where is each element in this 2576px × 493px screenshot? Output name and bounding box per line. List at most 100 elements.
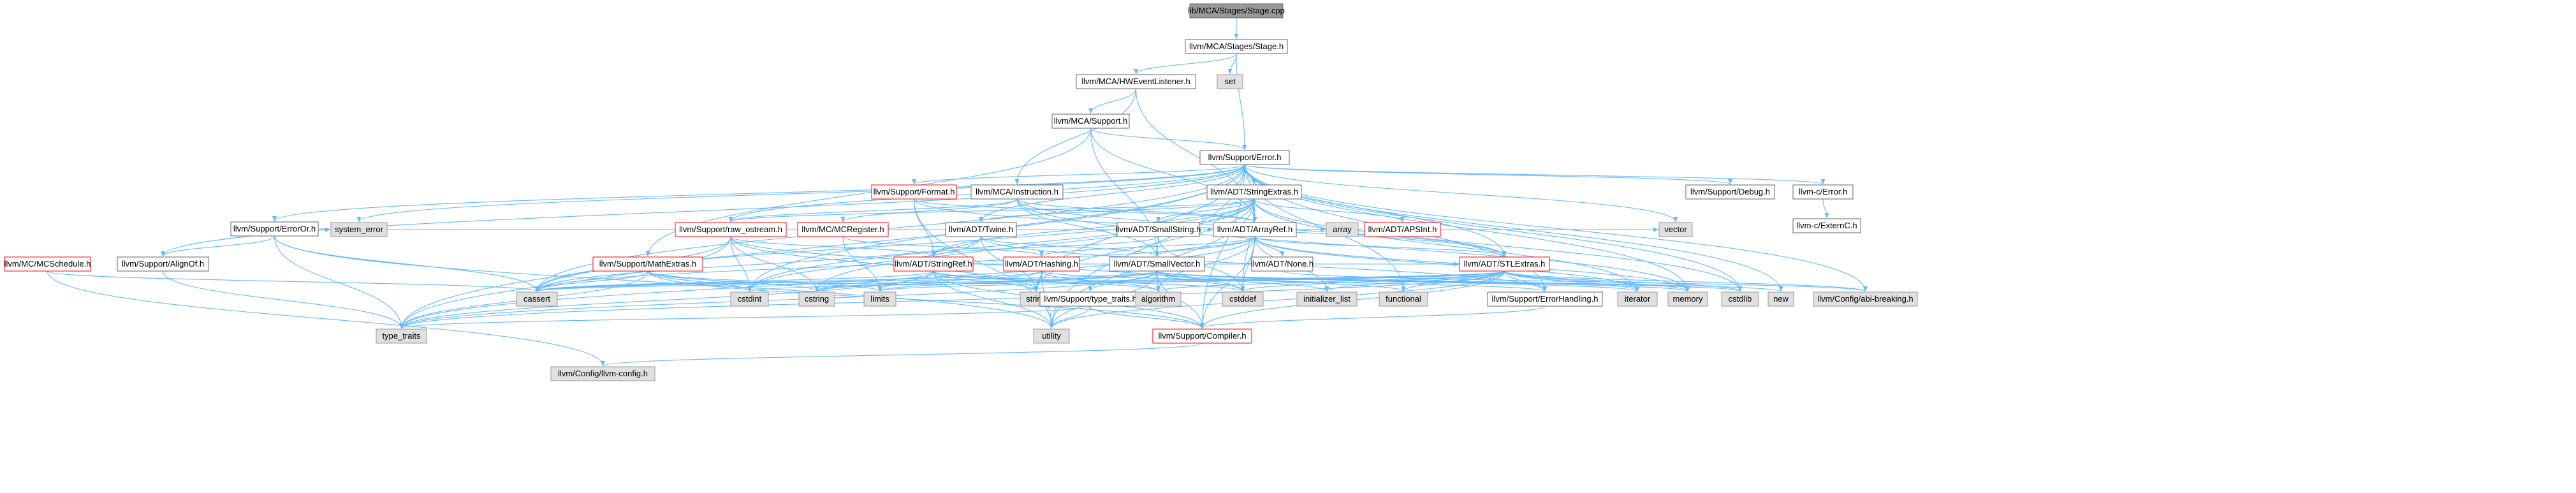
node-mcregister[interactable]: llvm/MC/MCRegister.h xyxy=(797,222,889,237)
edge-none-to-abi_breaking xyxy=(1282,270,1868,292)
dependency-edges xyxy=(47,18,1868,367)
node-instruction[interactable]: llvm/MCA/Instruction.h xyxy=(970,184,1064,200)
node-hwevent[interactable]: llvm/MCA/HWEventListener.h xyxy=(1076,74,1196,89)
node-mathextras[interactable]: llvm/Support/MathExtras.h xyxy=(592,256,703,272)
edge-mathextras-to-cstdint xyxy=(647,270,752,292)
edge-raw_ostream-to-stringref xyxy=(730,236,936,257)
node-label: iterator xyxy=(1625,294,1651,304)
edge-format_h-to-arrayref xyxy=(913,198,1257,223)
node-label: llvm-c/ExternC.h xyxy=(1796,221,1857,230)
node-box xyxy=(1487,291,1603,307)
node-alignof[interactable]: llvm/Support/AlignOf.h xyxy=(117,256,209,272)
node-smallstring[interactable]: llvm/ADT/SmallString.h xyxy=(1116,222,1201,237)
node-erroror[interactable]: llvm/Support/ErrorOr.h xyxy=(230,221,319,237)
node-c-externc[interactable]: llvm-c/ExternC.h xyxy=(1792,218,1861,233)
node-label: llvm/ADT/SmallVector.h xyxy=(1114,259,1201,269)
node-box xyxy=(1792,218,1861,233)
edge-stage_h-to-hwevent xyxy=(1134,53,1237,75)
node-box xyxy=(1109,256,1205,272)
edge-stringref-to-type_traits xyxy=(399,270,934,329)
node-apsint[interactable]: llvm/ADT/APSInt.h xyxy=(1364,222,1441,237)
node-box xyxy=(1152,328,1252,344)
node-box xyxy=(1767,291,1794,307)
node-label: llvm/ADT/StringRef.h xyxy=(895,259,972,269)
node-label: llvm/Support/Compiler.h xyxy=(1159,331,1247,341)
node-debug[interactable]: llvm/Support/Debug.h xyxy=(1685,184,1775,200)
edge-erroror-to-utility xyxy=(274,235,1054,329)
edge-mcschedule-to-llvm_config xyxy=(47,270,605,367)
node-box xyxy=(1222,291,1264,307)
edge-stlextras-to-cstddef xyxy=(1240,270,1505,292)
edge-stringref-to-cassert xyxy=(534,270,934,292)
edge-smallvector-to-cassert xyxy=(535,270,1158,292)
node-box xyxy=(1364,222,1441,237)
node-twine[interactable]: llvm/ADT/Twine.h xyxy=(945,222,1017,237)
node-format-h[interactable]: llvm/Support/Format.h xyxy=(871,184,957,200)
edge-error_h-to-format_h xyxy=(912,164,1245,185)
edge-error_h-to-c_error xyxy=(1244,164,1826,185)
edge-smallvector-to-new xyxy=(1156,270,1783,292)
edge-arrayref-to-compiler xyxy=(1200,236,1255,329)
edge-stringref-to-cstring xyxy=(814,270,934,292)
edge-error_h-to-erroror xyxy=(272,164,1245,222)
edge-error_h-to-vector xyxy=(1244,164,1678,223)
node-label: algorithm xyxy=(1141,294,1175,304)
edge-mathextras-to-cassert xyxy=(534,270,648,292)
node-set: set xyxy=(1217,74,1243,89)
edge-stlextras-to-type_traits xyxy=(399,270,1505,329)
node-cstring: cstring xyxy=(798,291,835,307)
edge-type_traits_h-to-compiler xyxy=(1089,305,1204,329)
node-label: llvm/ADT/SmallString.h xyxy=(1116,224,1201,234)
edge-stlextras-to-cassert xyxy=(535,270,1505,292)
node-arrayref[interactable]: llvm/ADT/ArrayRef.h xyxy=(1213,222,1297,237)
node-c-error[interactable]: llvm-c/Error.h xyxy=(1792,184,1854,200)
node-error-h[interactable]: llvm/Support/Error.h xyxy=(1199,150,1290,165)
node-label: new xyxy=(1773,294,1789,304)
node-box xyxy=(863,291,896,307)
edge-error_h-to-cassert xyxy=(534,164,1245,292)
node-smallvector[interactable]: llvm/ADT/SmallVector.h xyxy=(1109,256,1205,272)
node-abi-breaking: llvm/Config/abi-breaking.h xyxy=(1813,291,1918,307)
edge-stlextras-to-utility xyxy=(1049,270,1505,329)
edge-twine-to-smallvector xyxy=(980,236,1159,257)
node-box xyxy=(1135,291,1182,307)
node-stringextras[interactable]: llvm/ADT/StringExtras.h xyxy=(1206,184,1302,200)
node-box xyxy=(1296,291,1358,307)
edge-stringextras-to-raw_ostream xyxy=(728,198,1255,223)
node-box xyxy=(516,291,558,307)
node-label: memory xyxy=(1673,294,1703,304)
node-label: array xyxy=(1333,224,1352,234)
node-type-traits: type_traits xyxy=(376,328,427,344)
node-stringref[interactable]: llvm/ADT/StringRef.h xyxy=(893,256,974,272)
node-box xyxy=(1213,222,1297,237)
node-box xyxy=(1217,74,1243,89)
node-box xyxy=(1667,291,1708,307)
node-stage-h[interactable]: llvm/MCA/Stages/Stage.h xyxy=(1185,39,1288,54)
edge-erroror-to-system_error xyxy=(318,227,331,232)
node-box xyxy=(1326,222,1359,237)
node-raw-ostream[interactable]: llvm/Support/raw_ostream.h xyxy=(675,222,787,237)
edge-instruction-to-arrayref xyxy=(1016,198,1257,223)
node-label: llvm/ADT/None.h xyxy=(1251,259,1314,269)
node-label: llvm/MCA/Instruction.h xyxy=(976,187,1058,196)
node-type-traits-h[interactable]: llvm/Support/type_traits.h xyxy=(1039,291,1141,307)
edge-c_error-to-c_externc xyxy=(1822,198,1829,219)
edge-stringextras-to-stringref xyxy=(931,198,1255,257)
node-box xyxy=(871,184,957,200)
node-box xyxy=(550,366,655,381)
node-label: llvm/MCA/Stages/Stage.h xyxy=(1189,41,1284,51)
node-mcschedule[interactable]: llvm/MC/MCSchedule.h xyxy=(4,256,91,272)
node-init-list: initializer_list xyxy=(1296,291,1358,307)
node-mca-support[interactable]: llvm/MCA/Support.h xyxy=(1051,114,1130,129)
node-none[interactable]: llvm/ADT/None.h xyxy=(1251,256,1314,272)
node-label: set xyxy=(1224,77,1236,86)
node-stlextras[interactable]: llvm/ADT/STLExtras.h xyxy=(1459,256,1550,272)
node-label: llvm/ADT/Twine.h xyxy=(949,224,1013,234)
node-cstddef: cstddef xyxy=(1222,291,1264,307)
node-box xyxy=(1116,222,1200,237)
edge-stlextras-to-limits xyxy=(878,270,1505,292)
node-errorhandling[interactable]: llvm/Support/ErrorHandling.h xyxy=(1487,291,1603,307)
node-compiler[interactable]: llvm/Support/Compiler.h xyxy=(1152,328,1252,344)
node-hashing[interactable]: llvm/ADT/Hashing.h xyxy=(1003,256,1080,272)
edge-smallvector-to-functional xyxy=(1156,270,1406,292)
